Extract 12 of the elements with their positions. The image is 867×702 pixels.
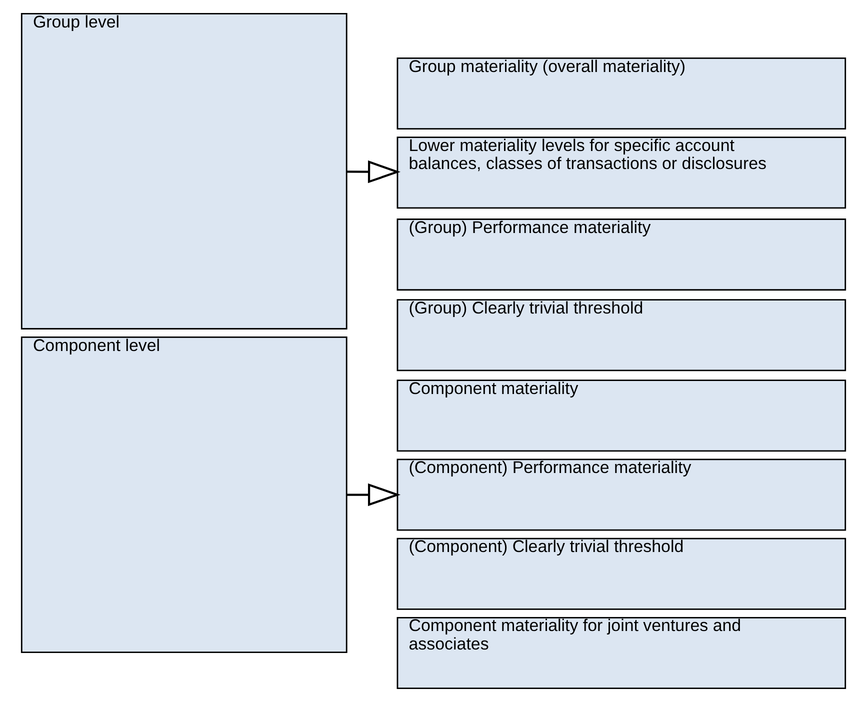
node-box: Component materiality for joint ventures and associates — [396, 616, 846, 690]
node-box: Group level — [20, 12, 348, 330]
node-box: Group materiality (overall materiality) — [396, 57, 846, 130]
arrow — [346, 483, 401, 506]
node-box: Component materiality — [396, 380, 846, 452]
node-box: Component level — [20, 336, 348, 653]
node-box: Lower materiality levels for specific account balances, classes of transactions or disclosures — [396, 136, 846, 209]
node-box: (Component) Clearly trivial threshold — [396, 538, 846, 610]
arrow — [346, 160, 401, 184]
node-box: (Group) Clearly trivial threshold — [396, 299, 846, 372]
node-box: (Component) Performance materiality — [396, 458, 846, 531]
node-box: (Group) Performance materiality — [396, 218, 846, 291]
